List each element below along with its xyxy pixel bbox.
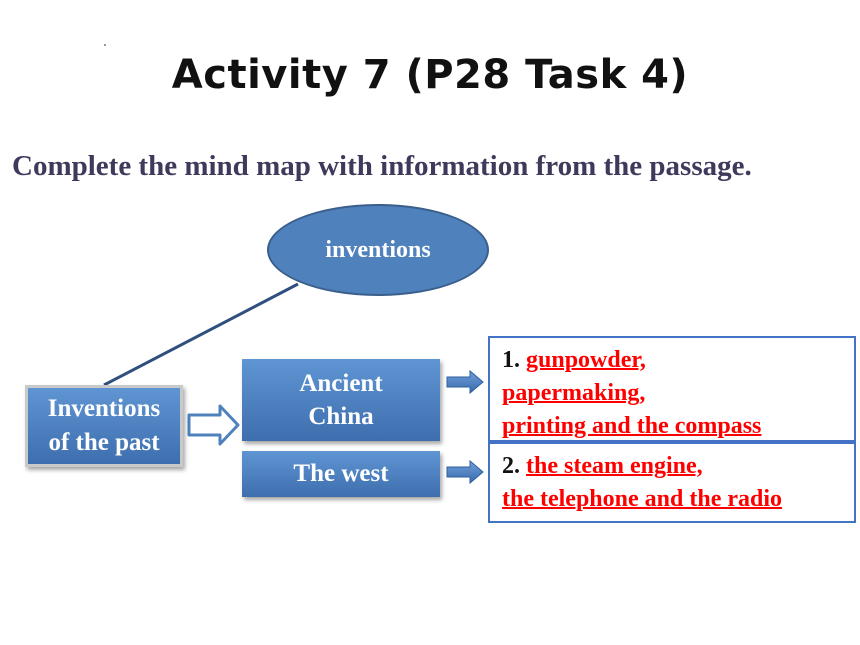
arrow-right-icon: [446, 369, 484, 395]
branch-china-line2: China: [308, 403, 374, 430]
page-title: Activity 7 (P28 Task 4): [171, 52, 689, 98]
connector-line: [103, 282, 299, 387]
branch-west-label: The west: [293, 460, 389, 487]
root-node-inventions-of-the-past: Inventions of the past: [25, 385, 183, 467]
instruction-text: Complete the mind map with information f…: [12, 150, 752, 182]
answer2-line2: the telephone and the radio: [502, 486, 783, 512]
answer1-line2: papermaking,: [502, 380, 646, 406]
answer1-line1: gunpowder,: [526, 347, 646, 373]
block-arrow-icon: [187, 404, 240, 446]
answer1-number: 1.: [502, 347, 520, 373]
answer2-number: 2.: [502, 453, 520, 479]
root-node-line2: of the past: [48, 429, 160, 456]
answer-box-1: 1. gunpowder, papermaking, printing and …: [488, 336, 856, 442]
center-node-label: inventions: [325, 236, 431, 263]
answer2-line1: the steam engine,: [526, 453, 703, 479]
root-node-line1: Inventions: [47, 395, 161, 422]
decorative-dot: [104, 44, 106, 46]
answer1-line3: printing and the compass: [502, 413, 762, 439]
branch-node-the-west: The west: [242, 451, 440, 497]
answer-box-2: 2. the steam engine, the telephone and t…: [488, 442, 856, 523]
branch-china-line1: Ancient: [299, 370, 383, 397]
center-node-inventions: inventions: [267, 204, 489, 296]
branch-node-ancient-china: Ancient China: [242, 359, 440, 441]
arrow-right-icon: [446, 459, 484, 485]
